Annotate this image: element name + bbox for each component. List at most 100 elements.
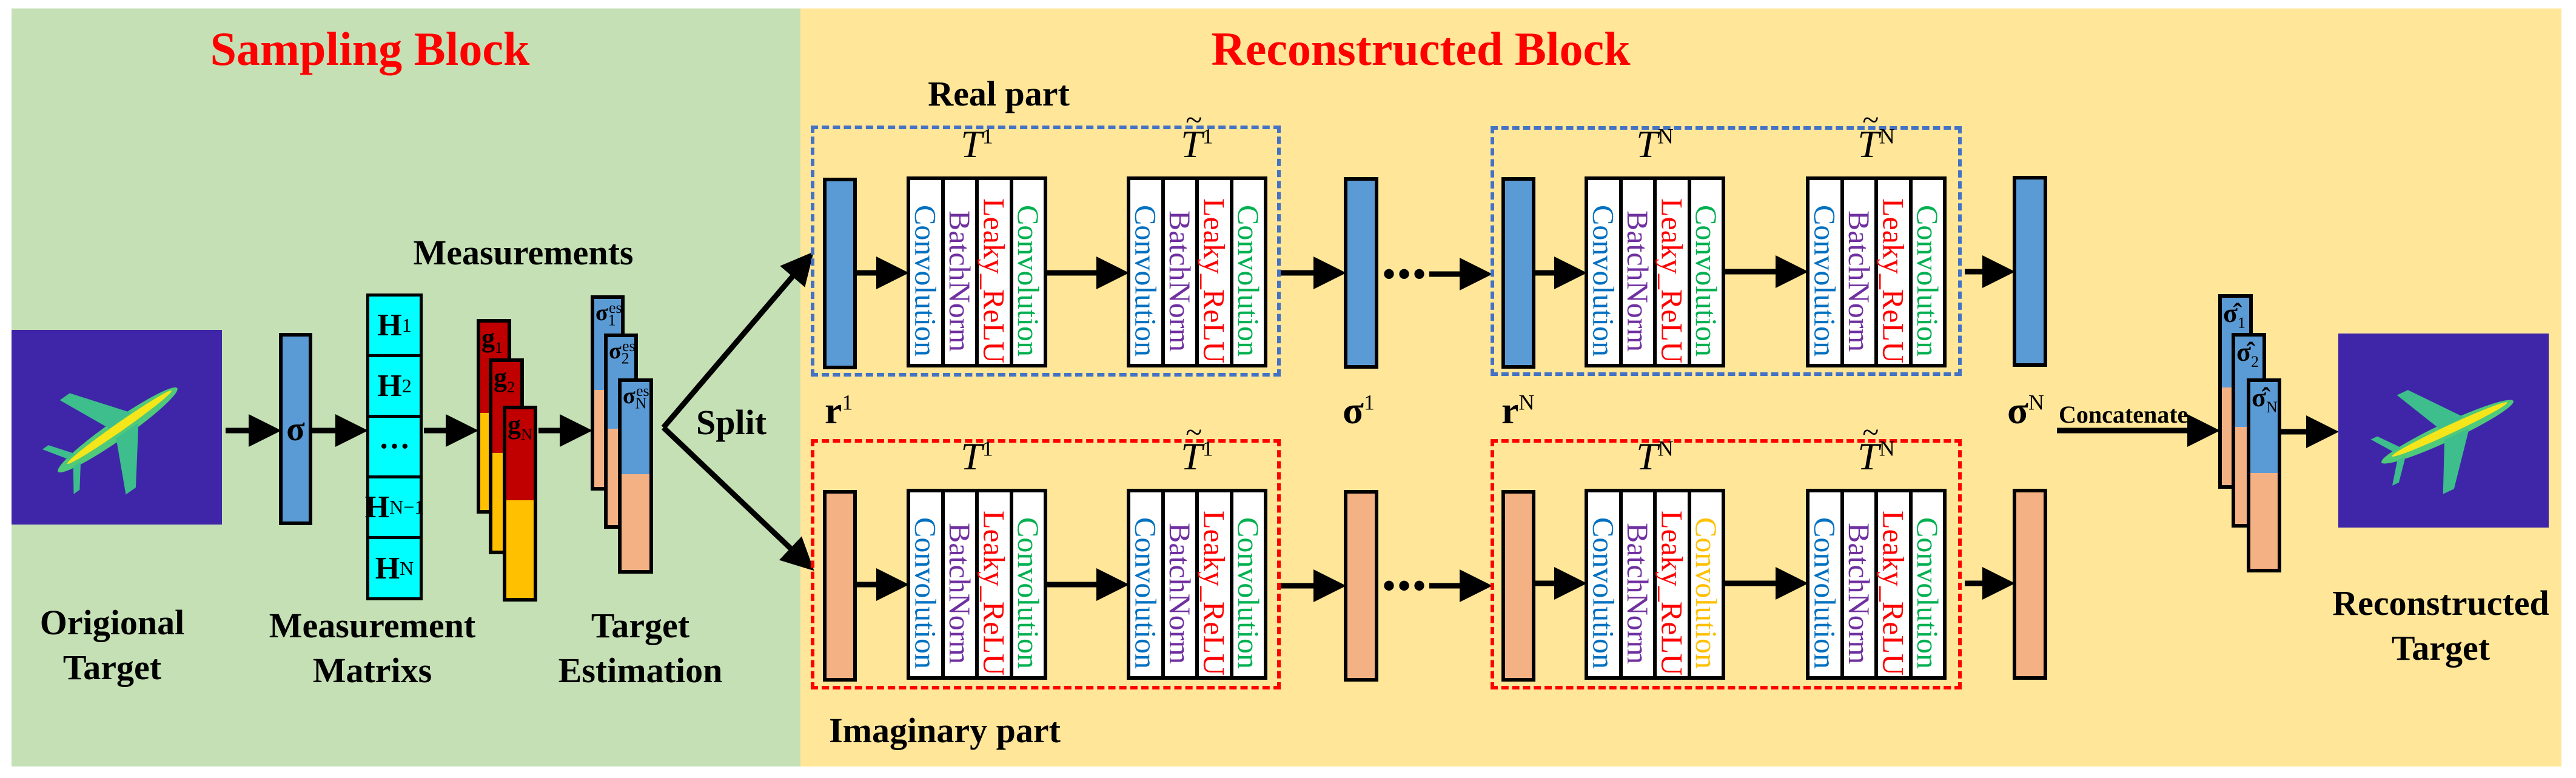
original-target-label: Origional Target	[40, 600, 184, 690]
split-arrow-imag	[661, 425, 814, 571]
symbol-base: T~	[1857, 102, 1879, 166]
ellipsis-real: •••	[1383, 254, 1429, 294]
label-sup: est	[622, 337, 636, 355]
layer-convolution: Convolution	[1232, 205, 1266, 357]
layer-convolution: Convolution	[1689, 517, 1723, 669]
layer-leaky-relu: Leaky_ReLU	[1655, 492, 1691, 676]
cell-sub: 2	[401, 375, 412, 397]
tilde-mark: ~	[1186, 415, 1202, 449]
card-label: σ̂N	[2252, 384, 2278, 415]
layer-batchnorm: BatchNorm	[1842, 492, 1878, 676]
label-sub: 2	[2250, 352, 2259, 371]
layer-convolution: Convolution	[1689, 205, 1723, 357]
rN-real-vector	[1501, 177, 1535, 369]
imag-stage-1-box	[811, 439, 1281, 689]
transform-symbol: T1	[961, 122, 993, 167]
symbol-sup: 1	[982, 124, 993, 149]
sym-base: r	[825, 389, 842, 432]
sigmaN-real-vector	[2013, 176, 2047, 367]
cell-base: H	[375, 551, 400, 586]
label-base: σ̂	[2223, 298, 2238, 328]
layer-leaky-relu: Leaky_ReLU	[1877, 492, 1913, 676]
label-sub: N	[521, 425, 532, 443]
label-sub: 2	[621, 349, 629, 367]
symbol-sup: 1	[982, 436, 993, 461]
sym-base: r	[1501, 389, 1519, 432]
real-portion	[2250, 382, 2278, 480]
symbol-base: T	[961, 435, 982, 478]
layer-leaky-relu: Leaky_ReLU	[978, 180, 1013, 364]
card-label: σ̂1	[2223, 300, 2246, 331]
sym-sup: 1	[1363, 390, 1375, 415]
sampling-block-title: Sampling Block	[210, 22, 530, 75]
card-label: g1	[481, 325, 503, 356]
label-line: Measurement	[269, 606, 476, 645]
measurements-label: Measurements	[413, 233, 634, 272]
sym-base: σ	[1343, 389, 1364, 432]
layer-convolution: Convolution	[1911, 517, 1945, 669]
transform-symbol: TN	[1636, 122, 1674, 167]
label-base: σ̂	[2236, 337, 2251, 367]
real-stage-n-box	[1491, 126, 1962, 376]
r1-label: r1	[825, 388, 853, 433]
reconstructed-target-image	[2338, 334, 2549, 528]
card-label: gN	[508, 412, 532, 443]
layer-leaky-relu: Leaky_ReLU	[1198, 492, 1233, 676]
measurement-matrix-label: Measurement Matrixs	[269, 603, 475, 693]
label-sub: N	[2266, 398, 2278, 416]
cell-sub: N	[400, 557, 414, 579]
transform-symbol: T~N	[1857, 102, 1895, 167]
tilde-mark: ~	[1862, 415, 1879, 449]
label-base: σ	[609, 338, 622, 364]
sym-sup: N	[2028, 390, 2044, 415]
output-card: σ̂N	[2247, 378, 2281, 572]
layer-convolution: Convolution	[1129, 492, 1165, 676]
original-target-image	[12, 330, 222, 525]
label-sub: 1	[608, 311, 616, 329]
symbol-base: T	[1636, 435, 1658, 478]
symbol-base: T	[961, 122, 982, 166]
transform-symbol: T~N	[1857, 415, 1895, 479]
split-arrow-real	[661, 252, 814, 429]
symbol-sup: 1	[1202, 124, 1213, 149]
card-label: g2	[494, 364, 515, 395]
sym-base: σ	[2007, 389, 2028, 432]
sigma1-imag-vector	[1344, 490, 1378, 682]
layer-batchnorm: BatchNorm	[1163, 180, 1199, 364]
layer-convolution: Convolution	[1011, 205, 1045, 357]
airplane-icon	[42, 387, 178, 495]
layer-convolution: Convolution	[1129, 180, 1165, 364]
layer-convolution: Convolution	[1808, 180, 1844, 364]
imag-portion	[506, 500, 534, 598]
cell-sub: 1	[401, 314, 412, 336]
imag-portion	[2250, 473, 2278, 569]
imag-stage-n-box	[1491, 439, 1962, 689]
real-stage-1-box	[811, 126, 1281, 377]
transform-symbol: T~1	[1181, 415, 1213, 479]
label-sup: est	[609, 299, 622, 317]
label-base: σ	[595, 300, 608, 326]
label-sup: est	[636, 382, 653, 400]
symbol-sup: N	[1879, 124, 1895, 149]
label-sub: N	[635, 394, 647, 412]
layer-batchnorm: BatchNorm	[943, 180, 979, 364]
transform-symbol: T~1	[1181, 102, 1213, 167]
sigma1-label: σ1	[1343, 388, 1375, 433]
layer-leaky-relu: Leaky_ReLU	[1198, 180, 1233, 364]
cell-sub: N−1	[389, 496, 424, 518]
cell-base: ···	[378, 429, 411, 464]
airplane-icon	[2370, 390, 2514, 494]
layer-batchnorm: BatchNorm	[1621, 492, 1657, 676]
imag-portion	[622, 474, 649, 570]
sigmaN-imag-vector	[2013, 489, 2047, 680]
target-estimation-label: Target Estimation	[558, 603, 723, 693]
layer-leaky-relu: Leaky_ReLU	[978, 492, 1013, 676]
